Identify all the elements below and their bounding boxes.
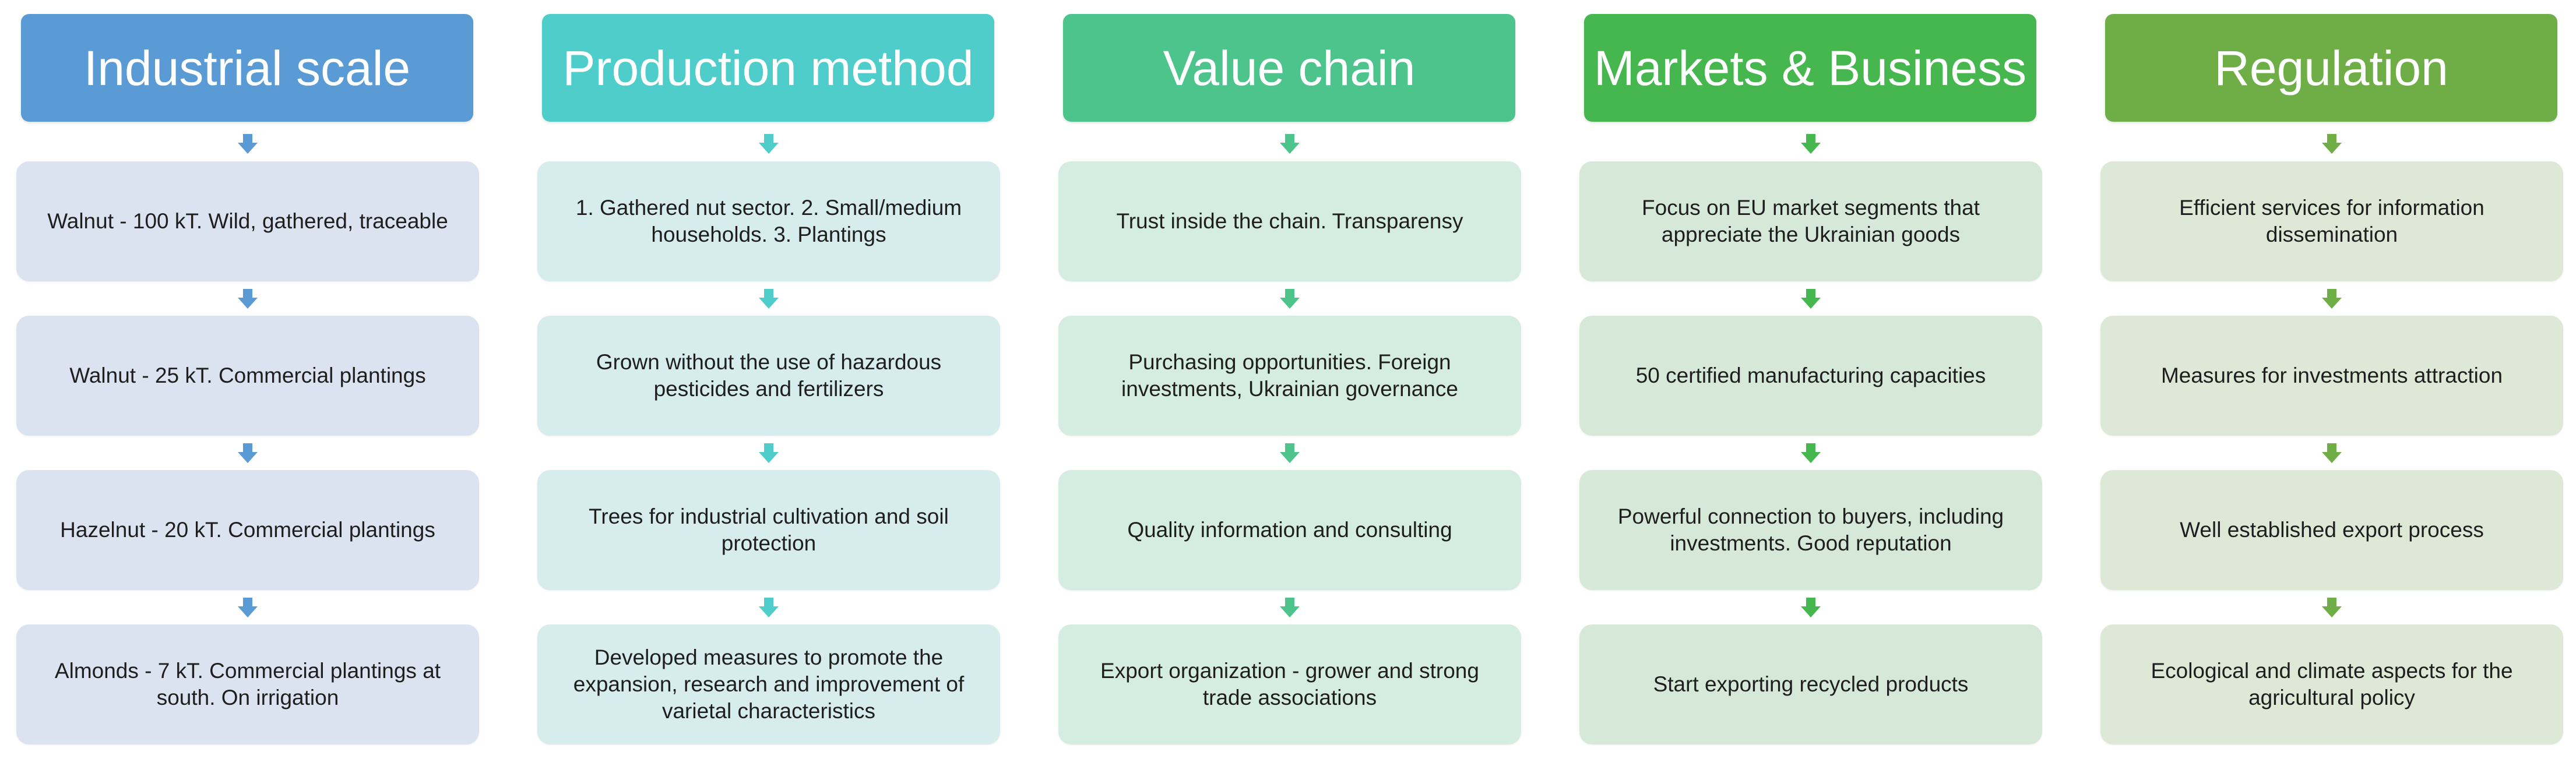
down-arrow-icon [2321,288,2343,310]
column-title: Value chain [1163,40,1416,96]
column-header: Regulation [2105,14,2557,122]
step-text: Start exporting recycled products [1653,672,1969,696]
step-card: Measures for investments attraction [2100,316,2563,436]
step-text: Hazelnut - 20 kT. Commercial plantings [60,518,435,542]
step-card: Quality information and consulting [1058,470,1521,590]
down-arrow-icon [237,442,259,464]
down-arrow-icon [1279,133,1301,155]
step-card: Developed measures to promote the expans… [537,624,1000,744]
column-regulation: Regulation Efficient services for inform… [2100,0,2563,759]
column-title: Production method [562,40,974,96]
step-card: Powerful connection to buyers, including… [1579,470,2042,590]
step-card: 1. Gathered nut sector. 2. Small/medium … [537,161,1000,281]
down-arrow-icon [1800,133,1822,155]
down-arrow-icon [1800,596,1822,619]
step-text: Focus on EU market segments that appreci… [1642,196,1980,246]
column-title: Industrial scale [83,40,411,96]
step-card: Ecological and climate aspects for the a… [2100,624,2563,744]
down-arrow-icon [1279,442,1301,464]
step-card: Efficient services for information disse… [2100,161,2563,281]
down-arrow-icon [2321,133,2343,155]
step-card: Export organization - grower and strong … [1058,624,1521,744]
step-text: Walnut - 25 kT. Commercial plantings [69,363,426,387]
step-text: Efficient services for information disse… [2179,196,2484,246]
step-text: 1. Gathered nut sector. 2. Small/medium … [575,196,962,246]
down-arrow-icon [237,596,259,619]
step-card: Well established export process [2100,470,2563,590]
column-header: Industrial scale [21,14,473,122]
column-header: Markets & Business [1584,14,2036,122]
step-text: Powerful connection to buyers, including… [1617,504,2004,555]
step-card: Start exporting recycled products [1579,624,2042,744]
step-card: Grown without the use of hazardous pesti… [537,316,1000,436]
down-arrow-icon [1800,288,1822,310]
step-text: Trust inside the chain. Transparensy [1116,209,1463,233]
step-card: Hazelnut - 20 kT. Commercial plantings [16,470,479,590]
down-arrow-icon [2321,596,2343,619]
step-text: Walnut - 100 kT. Wild, gathered, traceab… [47,209,448,233]
down-arrow-icon [758,596,780,619]
down-arrow-icon [1279,596,1301,619]
step-text: 50 certified manufacturing capacities [1635,363,1986,387]
step-text: Developed measures to promote the expans… [573,645,965,723]
step-text: Well established export process [2180,518,2484,542]
column-value-chain: Value chain Trust inside the chain. Tran… [1058,0,1521,759]
down-arrow-icon [1800,442,1822,464]
column-title: Markets & Business [1593,40,2027,96]
step-text: Measures for investments attraction [2160,363,2503,387]
down-arrow-icon [758,133,780,155]
step-text: Purchasing opportunities. Foreign invest… [1121,350,1458,401]
column-production-method: Production method 1. Gathered nut sector… [537,0,1000,759]
step-text: Trees for industrial cultivation and soi… [589,504,949,555]
step-card: Walnut - 100 kT. Wild, gathered, traceab… [16,161,479,281]
down-arrow-icon [2321,442,2343,464]
down-arrow-icon [1279,288,1301,310]
step-card: Focus on EU market segments that appreci… [1579,161,2042,281]
down-arrow-icon [237,133,259,155]
step-text: Quality information and consulting [1127,518,1452,542]
step-card: Almonds - 7 kT. Commercial plantings at … [16,624,479,744]
step-text: Almonds - 7 kT. Commercial plantings at … [54,659,441,709]
down-arrow-icon [237,288,259,310]
step-text: Export organization - grower and strong … [1100,659,1479,709]
column-industrial-scale: Industrial scale Walnut - 100 kT. Wild, … [16,0,479,759]
column-title: Regulation [2214,40,2448,96]
column-markets-business: Markets & Business Focus on EU market se… [1579,0,2042,759]
column-header: Value chain [1063,14,1515,122]
down-arrow-icon [758,442,780,464]
step-text: Grown without the use of hazardous pesti… [596,350,942,401]
step-card: Walnut - 25 kT. Commercial plantings [16,316,479,436]
step-card: Purchasing opportunities. Foreign invest… [1058,316,1521,436]
step-text: Ecological and climate aspects for the a… [2151,659,2513,709]
down-arrow-icon [758,288,780,310]
step-card: 50 certified manufacturing capacities [1579,316,2042,436]
column-header: Production method [542,14,994,122]
step-card: Trees for industrial cultivation and soi… [537,470,1000,590]
step-card: Trust inside the chain. Transparensy [1058,161,1521,281]
